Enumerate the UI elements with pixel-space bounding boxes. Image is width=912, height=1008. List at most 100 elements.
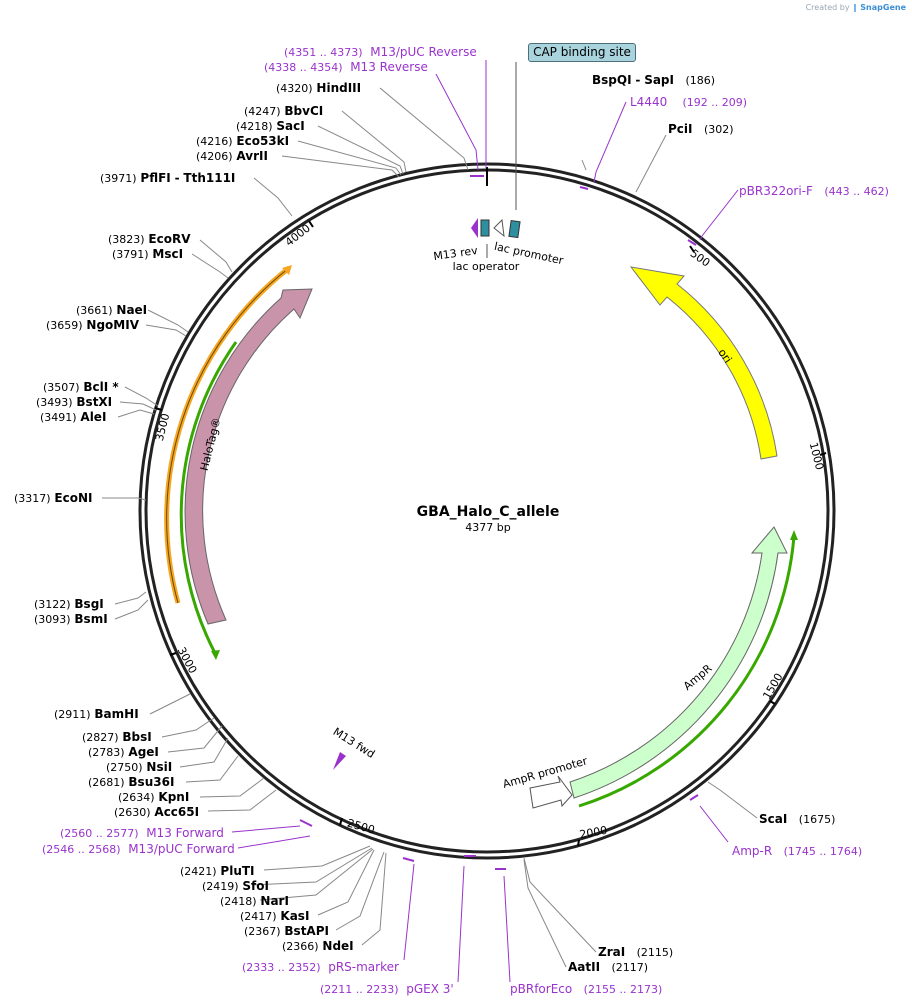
enzyme-name: PluTI (220, 864, 255, 878)
primer-m13-forward[interactable]: (2560 .. 2577) M13 Forward (60, 826, 224, 840)
primer-name: pGEX 3' (406, 982, 454, 996)
enzyme-pos: (2367) (244, 925, 281, 938)
enzyme-econi[interactable]: (3317) EcoNI (14, 491, 92, 505)
enzyme-name-2: SapI (644, 73, 674, 87)
enzyme-pluti[interactable]: (2421) PluTI (180, 864, 255, 878)
primer-amp-r[interactable]: Amp-R (1745 .. 1764) (732, 844, 862, 858)
primer-prs-marker[interactable]: (2333 .. 2352) pRS-marker (242, 960, 399, 974)
enzyme-bbvci[interactable]: (4247) BbvCI (244, 104, 323, 118)
enzyme-name: BbsI (122, 730, 152, 744)
enzyme-name: NarI (260, 894, 289, 908)
m13-rev-feature[interactable] (471, 218, 478, 238)
cap-binding-feature[interactable] (508, 219, 521, 239)
enzyme-bstapi[interactable]: (2367) BstAPI (244, 924, 329, 938)
primer-pbr322ori-f[interactable]: pBR322ori-F (443 .. 462) (739, 184, 889, 198)
cap-binding-site-label[interactable]: CAP binding site (528, 43, 636, 62)
primer-range: (192 .. 209) (682, 96, 748, 109)
enzyme-scai[interactable]: ScaI (1675) (759, 812, 835, 826)
enzyme-bamhi[interactable]: (2911) BamHI (54, 707, 139, 721)
enzyme-name: BstXI (76, 395, 113, 409)
enzyme-nari[interactable]: (2418) NarI (220, 894, 289, 908)
enzyme-pos: (3493) (36, 396, 73, 409)
primer-l4440[interactable]: L4440 (192 .. 209) (630, 95, 747, 109)
enzyme-pos: (3659) (46, 319, 83, 332)
primer-range: (2546 .. 2568) (42, 843, 121, 856)
enzyme-pos: (3507) (43, 381, 80, 394)
enzyme-pos: (2827) (82, 731, 119, 744)
enzyme-name: SacI (276, 119, 305, 133)
enzyme-nsii[interactable]: (2750) NsiI (106, 760, 172, 774)
enzyme-pos: (2417) (240, 910, 277, 923)
enzyme-pos: (4320) (276, 82, 313, 95)
enzyme-name: BclI * (83, 380, 119, 394)
enzyme-naei[interactable]: (3661) NaeI (76, 303, 147, 317)
enzyme-pos: (2783) (88, 746, 125, 759)
primer-name: pRS-marker (328, 960, 399, 974)
enzyme-name: AleI (80, 410, 107, 424)
lac-operator-label: lac operator (453, 260, 520, 273)
enzyme-name: EcoNI (54, 491, 93, 505)
enzyme-name: Eco53kI (236, 134, 290, 148)
enzyme-name: MscI (152, 247, 184, 261)
enzyme-name: ScaI (759, 812, 788, 826)
tick-3500: 3500 (153, 412, 172, 442)
enzyme-agei[interactable]: (2783) AgeI (88, 745, 159, 759)
enzyme-pcii[interactable]: PciI (302) (668, 122, 734, 136)
primer-pbrforeco[interactable]: pBRforEco (2155 .. 2173) (510, 982, 662, 996)
ori-feature[interactable] (629, 266, 778, 460)
enzyme-bspqi[interactable]: BspQI - SapI (186) (592, 73, 716, 87)
enzyme-saci[interactable]: (4218) SacI (236, 119, 305, 133)
primer-name: M13 Forward (146, 826, 224, 840)
enzyme-kasi[interactable]: (2417) KasI (240, 909, 309, 923)
credit-prefix: Created by (805, 3, 850, 12)
enzyme-acc65i[interactable]: (2630) Acc65I (114, 805, 199, 819)
enzyme-ndei[interactable]: (2366) NdeI (282, 939, 354, 953)
primer-name: L4440 (630, 95, 668, 109)
enzyme-name: NdeI (322, 939, 354, 953)
enzyme-ngomiv[interactable]: (3659) NgoMIV (46, 318, 139, 332)
ampr-promoter-feature[interactable] (529, 775, 573, 809)
primer-name: Amp-R (732, 844, 773, 858)
enzyme-hindiii[interactable]: (4320) HindIII (276, 81, 361, 95)
enzyme-name: AatII (568, 960, 601, 974)
lac-operator-feature[interactable] (480, 219, 490, 237)
enzyme-bstxi[interactable]: (3493) BstXI (36, 395, 112, 409)
enzyme-bsu36i[interactable]: (2681) Bsu36I (88, 775, 174, 789)
enzyme-bsgi[interactable]: (3122) BsgI (34, 597, 104, 611)
m13-fwd-feature[interactable] (333, 752, 346, 770)
enzyme-zrai[interactable]: ZraI (2115) (598, 945, 673, 959)
primer-pgex-3[interactable]: (2211 .. 2233) pGEX 3' (320, 982, 454, 996)
enzyme-kpni[interactable]: (2634) KpnI (118, 790, 189, 804)
enzyme-name: NaeI (116, 303, 148, 317)
m13-rev-label: M13 rev (433, 244, 479, 263)
primer-m13puc-forward[interactable]: (2546 .. 2568) M13/pUC Forward (42, 842, 235, 856)
enzyme-pos: (4247) (244, 105, 281, 118)
enzyme-name: BstAPI (284, 924, 329, 938)
enzyme-name: AvrII (236, 149, 268, 163)
lac-promoter-arrow[interactable] (493, 218, 505, 238)
primer-m13puc-reverse[interactable]: (4351 .. 4373) M13/pUC Reverse (284, 45, 477, 59)
snapgene-credit: Created by ❙ SnapGene (806, 3, 906, 12)
enzyme-pos: (2750) (106, 761, 143, 774)
enzyme-pos: (2117) (611, 961, 649, 974)
enzyme-name: BbvCI (284, 104, 324, 118)
enzyme-pflfi[interactable]: (3971) PflFI - Tth111I (100, 171, 236, 185)
enzyme-name: AgeI (128, 745, 159, 759)
enzyme-bsmi[interactable]: (3093) BsmI (34, 612, 108, 626)
enzyme-ecorv[interactable]: (3823) EcoRV (108, 232, 191, 246)
enzyme-bcli[interactable]: (3507) BclI * (43, 380, 119, 394)
enzyme-sfoi[interactable]: (2419) SfoI (202, 879, 269, 893)
enzyme-aatii[interactable]: AatII (2117) (568, 960, 648, 974)
enzyme-name: SfoI (242, 879, 269, 893)
primer-range: (2211 .. 2233) (320, 983, 399, 996)
enzyme-bbsi[interactable]: (2827) BbsI (82, 730, 152, 744)
enzyme-avrii[interactable]: (4206) AvrII (196, 149, 268, 163)
enzyme-pos: (4216) (196, 135, 233, 148)
enzyme-msci[interactable]: (3791) MscI (112, 247, 183, 261)
enzyme-eco53ki[interactable]: (4216) Eco53kI (196, 134, 289, 148)
primer-m13-reverse[interactable]: (4338 .. 4354) M13 Reverse (264, 60, 428, 74)
halotag-feature[interactable] (184, 288, 313, 625)
ampr-feature[interactable] (569, 526, 788, 799)
enzyme-alei[interactable]: (3491) AleI (40, 410, 106, 424)
